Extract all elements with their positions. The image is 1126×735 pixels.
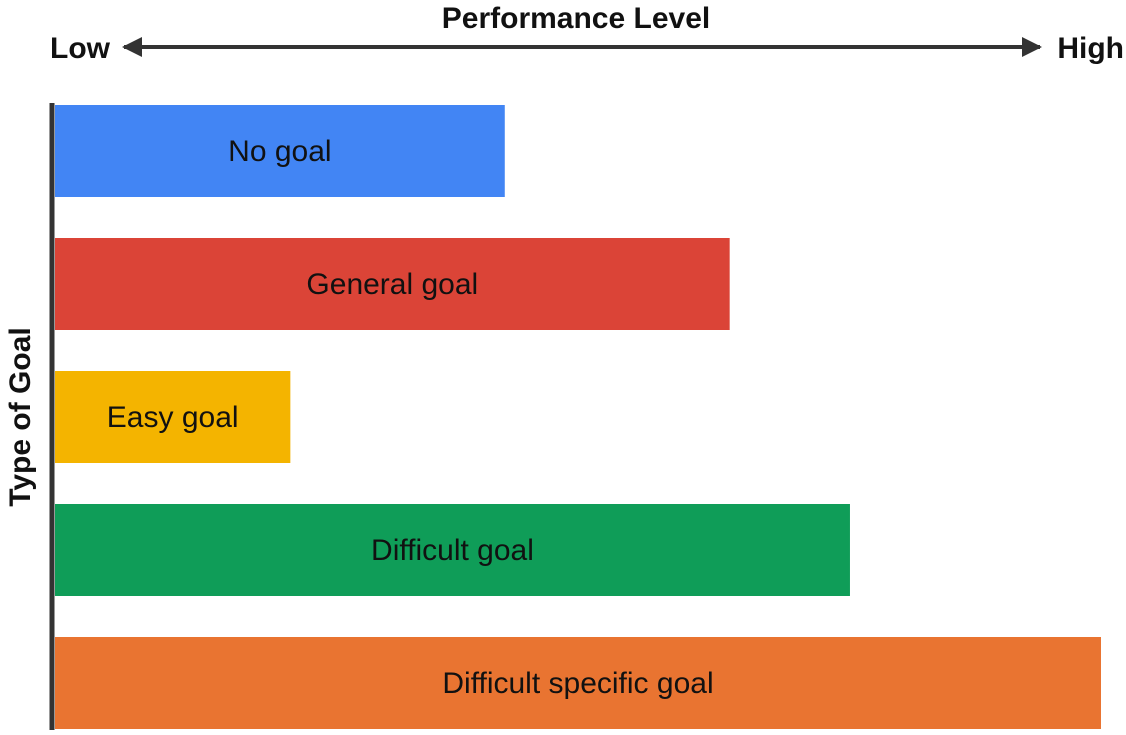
bar-no-goal — [55, 105, 505, 197]
bar-label-easy-goal: Easy goal — [107, 401, 239, 434]
x-axis-high-label: High — [1057, 32, 1124, 65]
bar-easy-goal — [55, 371, 291, 463]
bar-label-difficult-goal: Difficult goal — [371, 534, 534, 567]
chart-title: Performance Level — [442, 2, 710, 35]
bar-general-goal — [55, 238, 730, 330]
bar-label-no-goal: No goal — [228, 135, 331, 168]
bar-label-difficult-specific-goal: Difficult specific goal — [442, 667, 713, 700]
bar-label-general-goal: General goal — [306, 268, 478, 301]
bar-difficult-specific-goal — [55, 637, 1101, 729]
x-axis-low-label: Low — [50, 32, 111, 65]
bar-difficult-goal — [55, 504, 850, 596]
y-axis-label: Type of Goal — [4, 327, 37, 506]
